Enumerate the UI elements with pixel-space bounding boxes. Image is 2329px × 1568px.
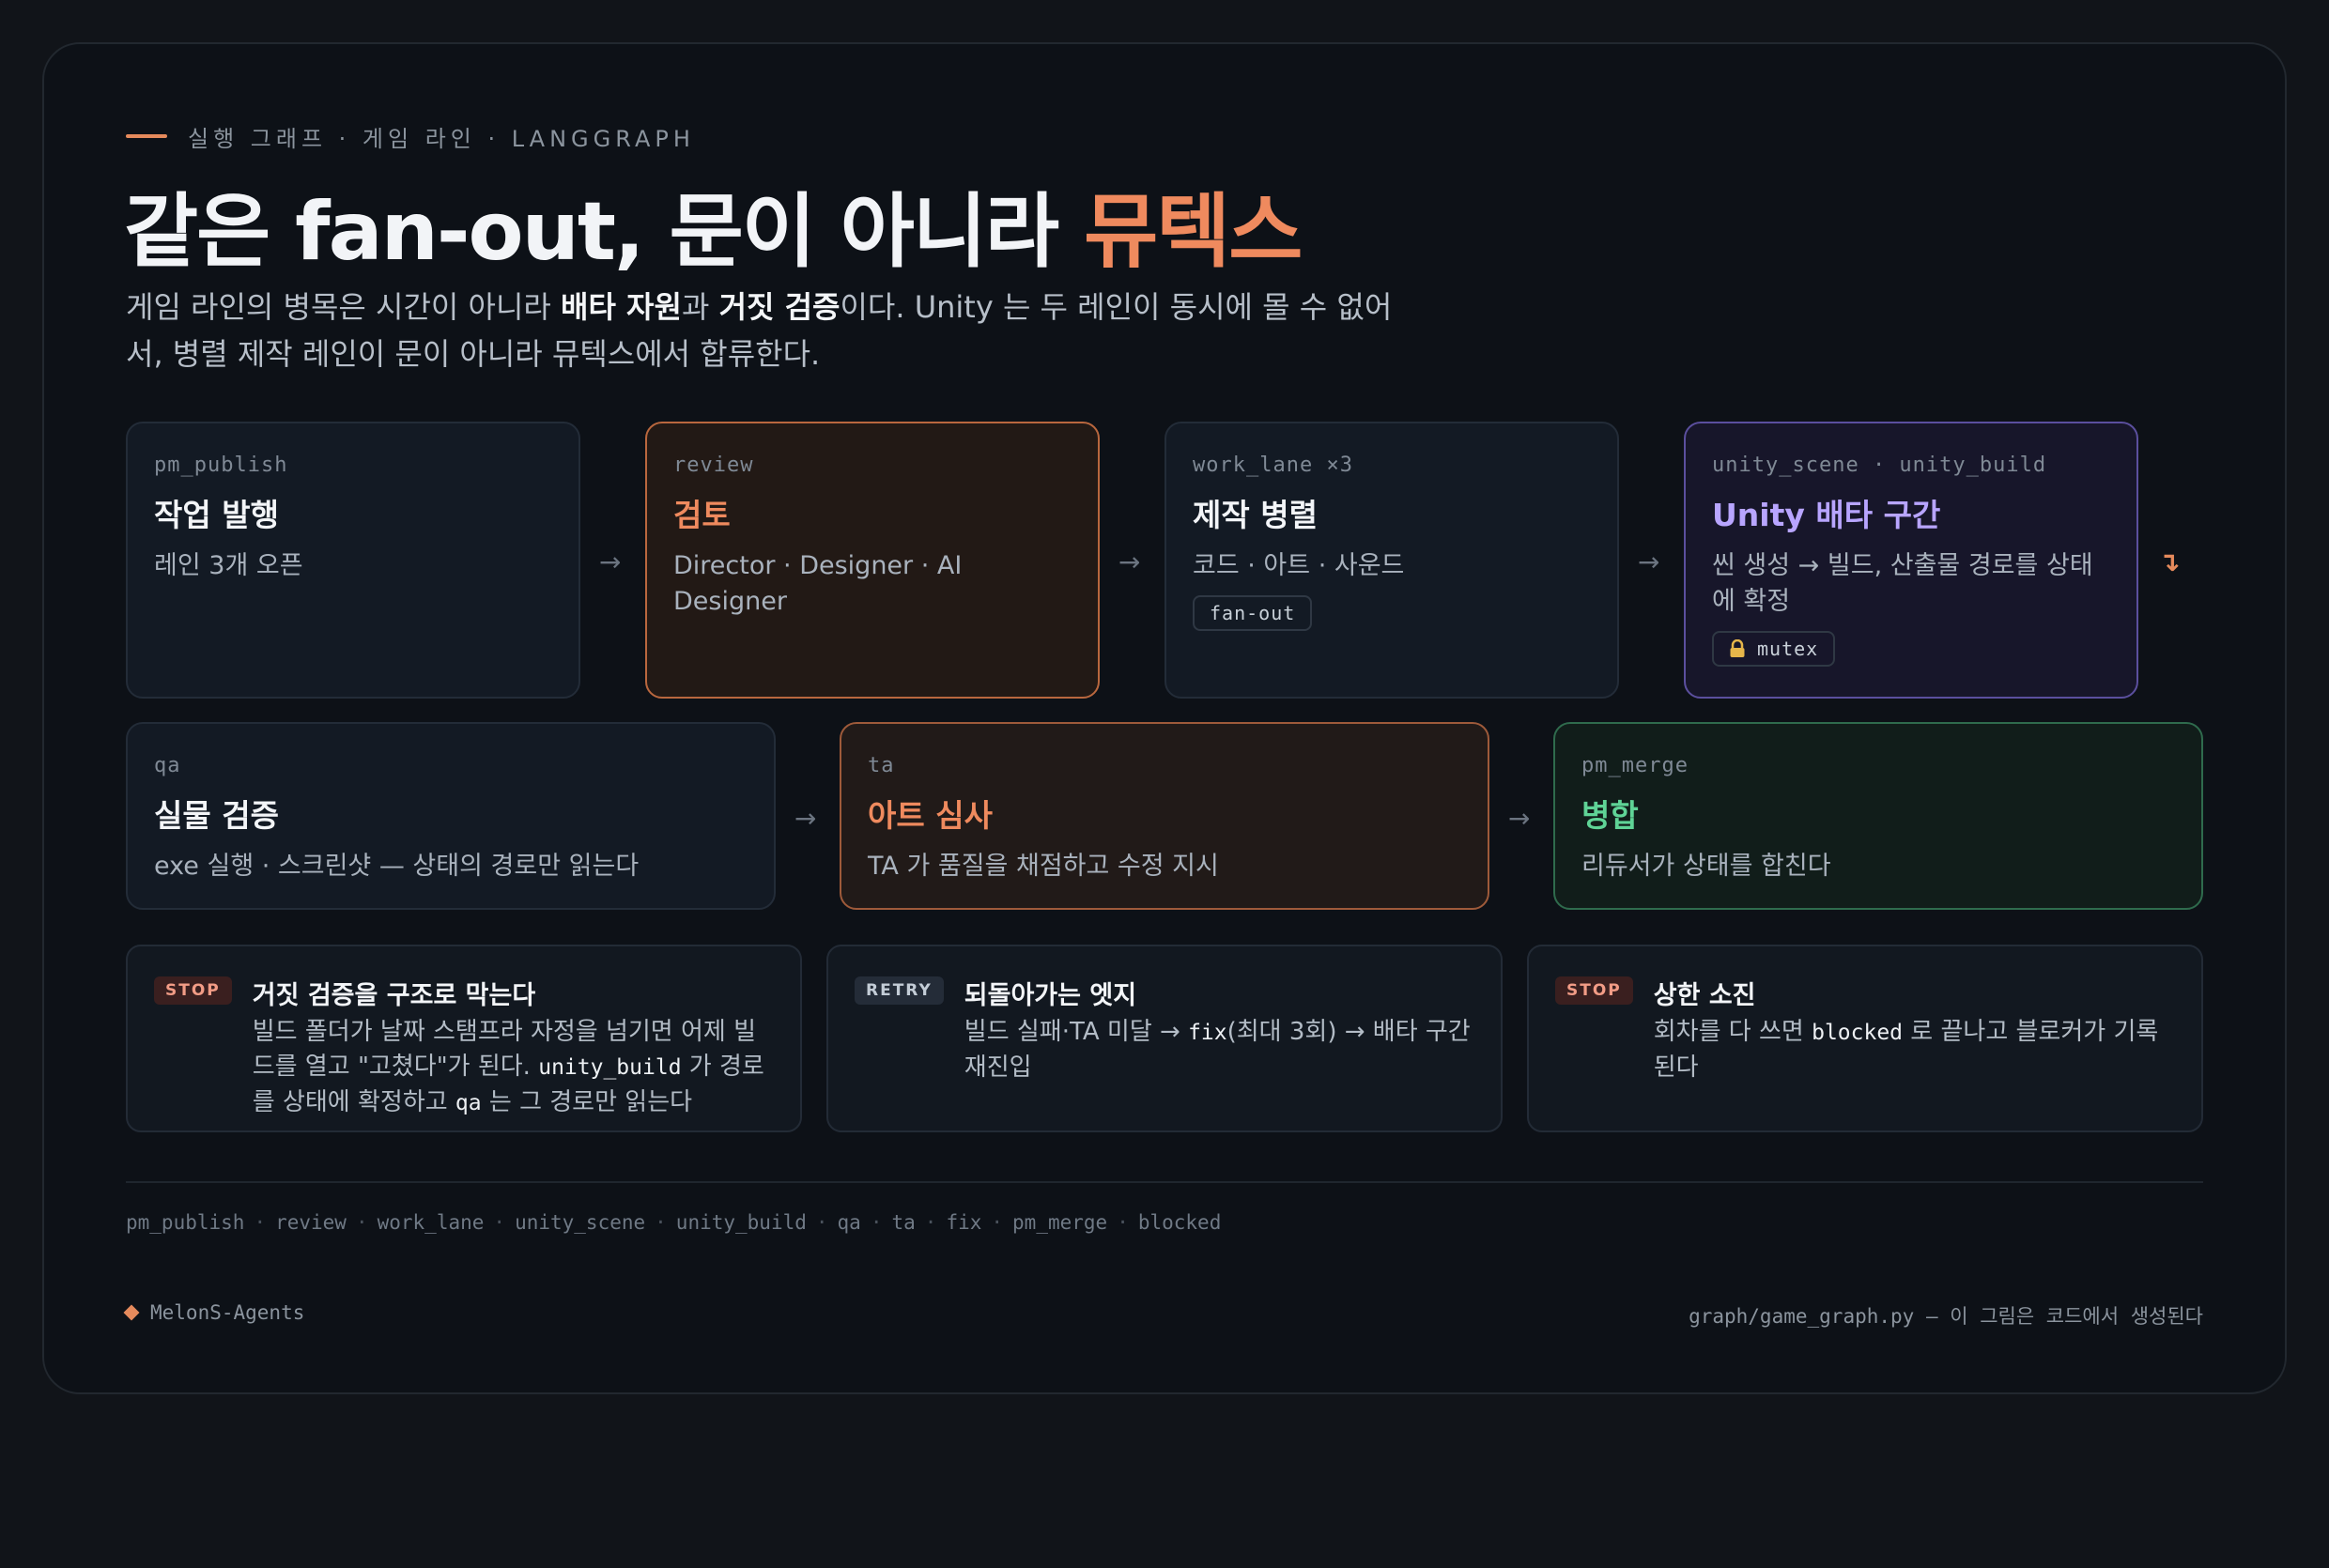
node-title: 실물 검증 — [154, 797, 279, 834]
arrow-right: → — [1118, 546, 1141, 577]
node-review: review 검토 Director · Designer · AI Desig… — [645, 422, 1100, 699]
subtitle-bold-exclusive: 배타 자원 — [561, 289, 682, 325]
node-title: 검토 — [673, 497, 731, 533]
arrow-right: → — [599, 546, 622, 577]
subtitle-text: 이다. Unity 는 두 레인이 동시에 몰 수 없어서, 병렬 제작 레인이… — [126, 289, 1393, 372]
note-title: 상한 소진 — [1653, 981, 1756, 1010]
node-desc: 리듀서가 상태를 합친다 — [1581, 852, 1831, 881]
subtitle: 게임 라인의 병목은 시간이 아니라 배타 자원과 거짓 검증이다. Unity… — [126, 284, 1422, 377]
node-ta: ta 아트 심사 TA 가 품질을 채점하고 수정 지시 — [840, 722, 1489, 910]
node-list: pm_publish · review · work_lane · unity_scene ·… — [126, 1211, 1221, 1234]
node-id: qa — [154, 754, 181, 777]
title-accent: 뮤텍스 — [1084, 185, 1303, 279]
node-desc: 코드 · 아트 · 사운드 — [1193, 551, 1405, 580]
node-desc: TA 가 품질을 채점하고 수정 지시 — [868, 852, 1219, 881]
node-title: Unity 배타 구간 — [1712, 497, 1941, 533]
note-desc: 빌드 실패·TA 미달 → fix(최대 3회) → 배타 구간 재진입 — [964, 1015, 1474, 1085]
node-title: 제작 병렬 — [1193, 497, 1318, 533]
node-work-lane: work_lane ×3 제작 병렬 코드 · 아트 · 사운드 fan-out — [1164, 422, 1619, 699]
brand: MelonS-Agents — [123, 1301, 305, 1324]
stop-badge: STOP — [1555, 976, 1633, 1005]
node-unity: unity_scene · unity_build Unity 배타 구간 씬 … — [1684, 422, 2138, 699]
node-list-separator: · — [1117, 1211, 1129, 1234]
node-list-separator: · — [815, 1211, 828, 1234]
note-text: 가 경로를 상태에 확정하고 — [252, 1053, 764, 1116]
node-desc: exe 실행 · 스크린샷 — 상태의 경로만 읽는다 — [154, 852, 640, 881]
note-text: 회차를 다 쓰면 — [1653, 1018, 1812, 1046]
loop-arrow: ↴ — [2158, 546, 2181, 577]
eyebrow-text: 실행 그래프 · 게임 라인 · LANGGRAPH — [188, 125, 695, 152]
node-desc: Director · Designer · AI Designer — [673, 551, 963, 616]
diamond-icon — [123, 1304, 140, 1321]
lock-icon — [1730, 639, 1745, 657]
node-pm-merge: pm_merge 병합 리듀서가 상태를 합친다 — [1553, 722, 2203, 910]
note-text: (최대 3회) → 배타 구간 재진입 — [964, 1018, 1471, 1082]
node-list-separator: · — [870, 1211, 883, 1234]
subtitle-bold-false-verification: 거짓 검증 — [718, 289, 841, 325]
note-false-verification: STOP 거짓 검증을 구조로 막는다 빌드 폴더가 날짜 스탬프라 자정을 넘… — [126, 945, 802, 1132]
footer-divider — [126, 1181, 2203, 1183]
node-list-separator: · — [991, 1211, 1004, 1234]
node-list-item: unity_scene — [515, 1211, 646, 1234]
note-code: blocked — [1812, 1021, 1904, 1045]
node-id: review — [673, 453, 754, 477]
node-title: 작업 발행 — [154, 497, 279, 533]
node-list-separator: · — [493, 1211, 506, 1234]
source-path: graph/game_graph.py — 이 그림은 코드에서 생성된다 — [1689, 1305, 2203, 1328]
node-list-item: blocked — [1137, 1211, 1222, 1234]
node-id: ta — [868, 754, 895, 777]
note-code: qa — [455, 1091, 482, 1115]
retry-badge: RETRY — [855, 976, 944, 1005]
note-text: 빌드 실패·TA 미달 → — [964, 1018, 1189, 1046]
note-title: 되돌아가는 엣지 — [964, 981, 1137, 1010]
node-id: pm_publish — [154, 453, 288, 477]
subtitle-text: 게임 라인의 병목은 시간이 아니라 — [126, 289, 562, 325]
diagram-panel — [42, 42, 2287, 1394]
arrow-right: → — [794, 803, 817, 834]
fan-out-tag: fan-out — [1193, 595, 1313, 631]
node-id: pm_merge — [1581, 754, 1689, 777]
node-list-item: pm_publish — [126, 1211, 245, 1234]
title-main: 같은 fan-out, 문이 아니라 — [124, 185, 1085, 279]
node-qa: qa 실물 검증 exe 실행 · 스크린샷 — 상태의 경로만 읽는다 — [126, 722, 776, 910]
node-list-item: ta — [891, 1211, 916, 1234]
note-text: 는 그 경로만 읽는다 — [481, 1088, 693, 1116]
stop-badge: STOP — [154, 976, 232, 1005]
node-list-item: pm_merge — [1012, 1211, 1108, 1234]
note-limit-exhausted: STOP 상한 소진 회차를 다 쓰면 blocked 로 끝나고 블로커가 기… — [1527, 945, 2203, 1132]
eyebrow-dash — [126, 134, 167, 138]
note-title: 거짓 검증을 구조로 막는다 — [252, 981, 536, 1010]
node-list-item: unity_build — [675, 1211, 807, 1234]
node-list-item: qa — [837, 1211, 861, 1234]
node-desc: 레인 3개 오픈 — [154, 551, 303, 580]
note-code: unity_build — [538, 1055, 682, 1080]
node-title: 아트 심사 — [868, 797, 993, 834]
mutex-tag: mutex — [1712, 631, 1836, 667]
node-list-item: work_lane — [377, 1211, 485, 1234]
node-pm-publish: pm_publish 작업 발행 레인 3개 오픈 — [126, 422, 580, 699]
node-desc: 씬 생성 → 빌드, 산출물 경로를 상태에 확정 — [1712, 551, 2093, 616]
node-id: work_lane ×3 — [1193, 453, 1353, 477]
note-code: fix — [1188, 1021, 1227, 1045]
node-list-separator: · — [254, 1211, 267, 1234]
node-list-item: fix — [946, 1211, 982, 1234]
mutex-label: mutex — [1757, 638, 1819, 660]
arrow-right: → — [1508, 803, 1531, 834]
node-id: unity_scene · unity_build — [1712, 453, 2047, 477]
node-list-separator: · — [355, 1211, 368, 1234]
subtitle-text: 과 — [681, 289, 719, 325]
note-desc: 빌드 폴더가 날짜 스탬프라 자정을 넘기면 어제 빌드를 열고 "고쳤다"가 … — [253, 1015, 774, 1121]
arrow-right: → — [1638, 546, 1660, 577]
node-list-separator: · — [924, 1211, 937, 1234]
eyebrow: 실행 그래프 · 게임 라인 · LANGGRAPH — [126, 120, 695, 152]
note-retry-edge: RETRY 되돌아가는 엣지 빌드 실패·TA 미달 → fix(최대 3회) … — [826, 945, 1503, 1132]
brand-name: MelonS-Agents — [150, 1301, 305, 1324]
note-text: 빌드 폴더가 날짜 스탬프라 자정을 넘기면 어제 빌드를 열고 "고쳤다"가 … — [252, 1018, 757, 1081]
node-title: 병합 — [1581, 797, 1639, 834]
page-title: 같은 fan-out, 문이 아니라 뮤텍스 — [124, 165, 1303, 283]
node-list-separator: · — [655, 1211, 667, 1234]
node-list-item: review — [275, 1211, 347, 1234]
note-text: 로 끝나고 블로커가 기록된다 — [1653, 1018, 2159, 1082]
note-desc: 회차를 다 쓰면 blocked 로 끝나고 블로커가 기록된다 — [1654, 1015, 2175, 1085]
